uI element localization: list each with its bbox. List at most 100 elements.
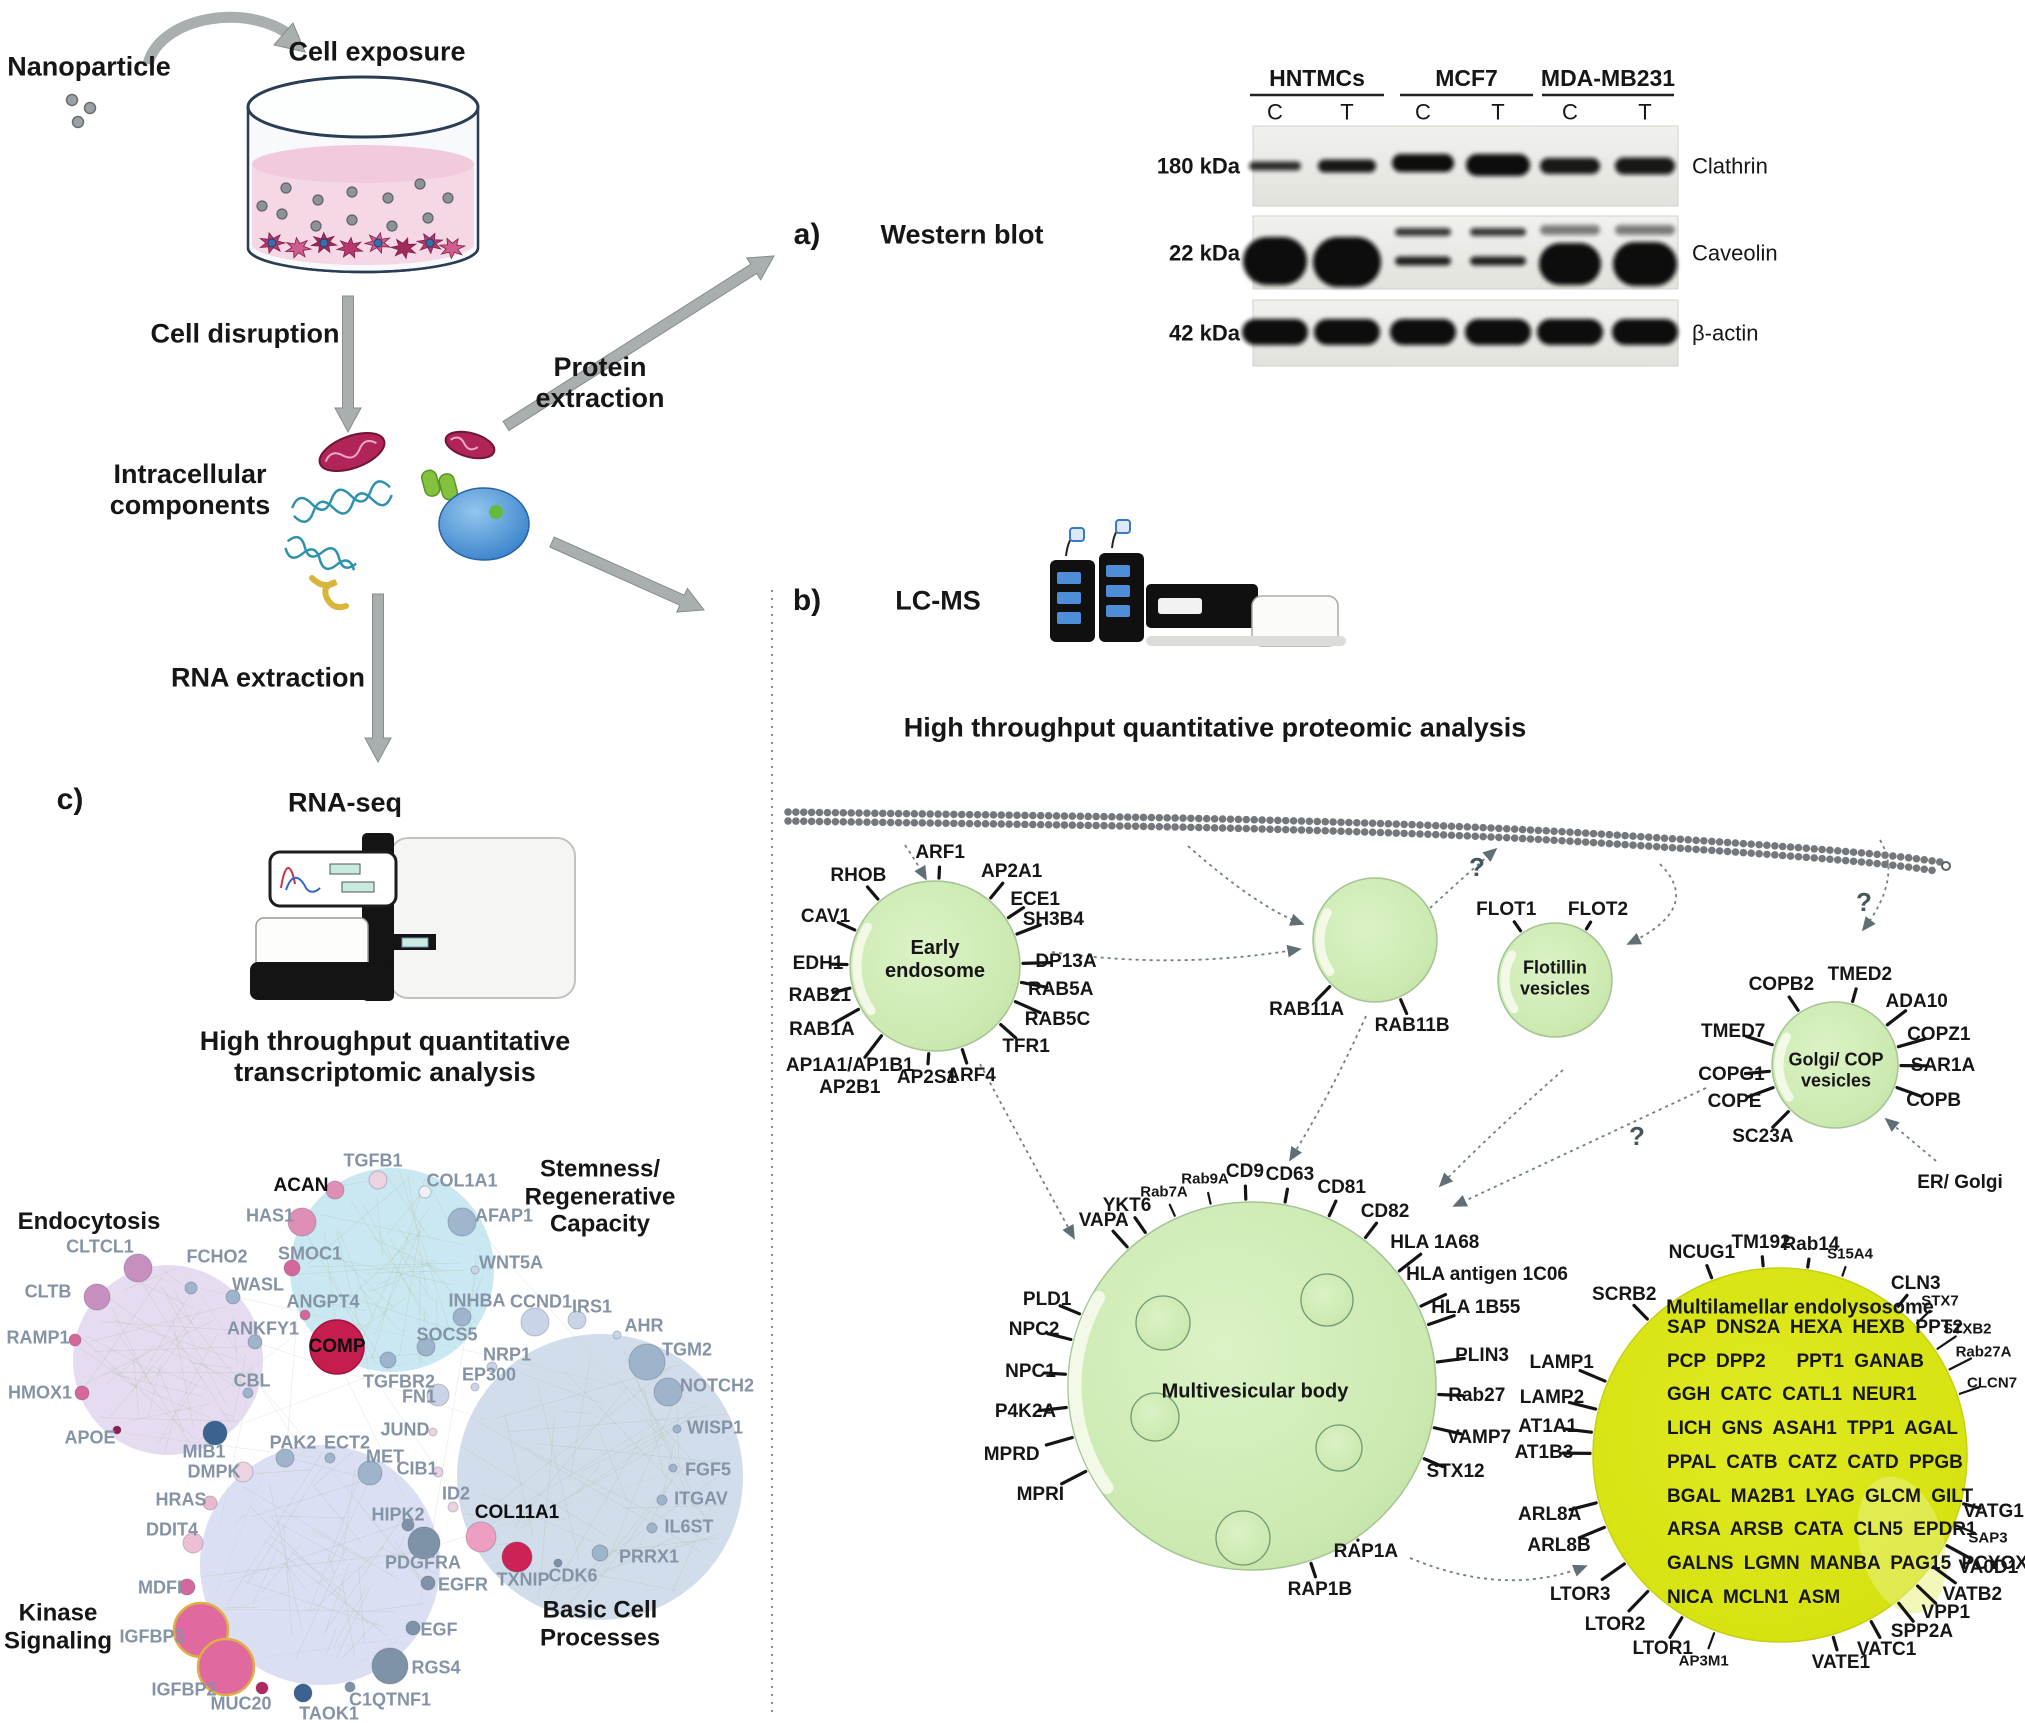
wb-band-1-0 — [1243, 237, 1307, 285]
gene-node-hras — [202, 1495, 218, 1511]
adherent-cell-7 — [438, 237, 467, 260]
gene-node-ect2 — [324, 1452, 336, 1464]
gene-node-wisp1 — [672, 1424, 682, 1434]
trafficking-arrow-4 — [1626, 863, 1677, 945]
cell-nucleus-0 — [267, 238, 277, 248]
gene-node-jund — [428, 1427, 438, 1437]
gene-node-dmpk — [232, 1461, 254, 1483]
membrane-end-curl — [1941, 861, 1951, 871]
wb-band-1-2 — [1395, 228, 1451, 236]
gene-node-il6st — [646, 1522, 658, 1534]
dish-nanoparticle-11 — [256, 200, 268, 212]
gene-node-fgf5 — [668, 1463, 678, 1473]
mitochondrion-icon — [318, 431, 386, 473]
rna-sequencer-icon — [250, 833, 576, 1001]
spoke-vapa — [1111, 1229, 1129, 1249]
spoke-cd82 — [1363, 1221, 1379, 1240]
multilamellar-endolysosome — [1561, 1255, 1982, 1652]
spoke-sap3 — [1955, 1524, 1977, 1535]
spoke-dp13a — [1021, 960, 1052, 965]
adherent-cell-3 — [335, 236, 364, 259]
dish-nanoparticle-7 — [310, 220, 322, 232]
spoke-ece1 — [1006, 906, 1026, 920]
spoke-ltor3 — [1600, 1562, 1626, 1582]
intracellular-components-art — [284, 430, 530, 611]
spoke-stxb2 — [1936, 1335, 1957, 1350]
network-cluster-3 — [200, 1445, 440, 1685]
trafficking-arrow-10 — [1452, 1087, 1707, 1207]
trafficking-arrow-5 — [1861, 839, 1890, 932]
wb-band-2-4 — [1537, 319, 1603, 345]
spoke-npc1 — [1042, 1371, 1067, 1376]
spoke-sc23a — [1771, 1110, 1790, 1129]
gene-node-ep300 — [470, 1382, 480, 1392]
spoke-scrb2 — [1632, 1303, 1649, 1321]
rna-extraction-arrow — [364, 593, 392, 764]
spoke-arf4 — [960, 1048, 969, 1065]
spoke-ap1a1-ap1b1-ap2b1 — [863, 1034, 884, 1059]
wb-band-2-3 — [1465, 319, 1531, 345]
wb-band-0-0 — [1249, 161, 1301, 171]
dish-nanoparticle-2 — [346, 186, 358, 198]
spoke-tmed2 — [1851, 987, 1858, 1004]
nanoparticle-dot-1 — [83, 101, 97, 115]
gene-node-col1a1 — [418, 1185, 432, 1199]
gene-node-cltcl1 — [123, 1253, 153, 1283]
dish-nanoparticle-4 — [414, 178, 426, 190]
spoke-plin3 — [1435, 1356, 1466, 1364]
spoke-copb — [1895, 1085, 1923, 1098]
dna-helix-icon — [291, 480, 393, 523]
gene-node-met — [357, 1460, 383, 1486]
gene-node-igfbp2 — [196, 1637, 256, 1697]
spoke-vatb2 — [1931, 1565, 1957, 1585]
wb-band-2-2 — [1390, 319, 1456, 345]
spoke-stx12 — [1422, 1457, 1445, 1469]
nanoparticle-arrow — [142, 11, 300, 66]
spoke-ap2s1 — [926, 1052, 931, 1066]
wb-band-2-5 — [1612, 319, 1678, 345]
wb-band-0-2 — [1392, 154, 1454, 172]
wb-strip-0 — [1252, 125, 1679, 207]
cell-culture-dish — [246, 75, 480, 274]
flotillin-vesicles-circle — [1497, 922, 1613, 1038]
gene-node-acan — [325, 1180, 345, 1200]
adherent-cell-5 — [389, 236, 418, 260]
gene-node-ankfy1 — [247, 1334, 263, 1350]
spoke-copb2 — [1787, 995, 1800, 1012]
gene-node-inhba — [452, 1307, 472, 1327]
spoke-rab27a — [1948, 1357, 1973, 1371]
gene-node-fn1 — [426, 1383, 450, 1407]
spoke-rab7a — [1168, 1203, 1176, 1217]
cell-nucleus-6 — [425, 238, 435, 248]
spoke-rab11b — [1399, 998, 1409, 1016]
gene-node-hipk2 — [401, 1518, 415, 1532]
golgi-cop-vesicles — [1743, 987, 1930, 1129]
gene-node-egfr — [420, 1575, 436, 1591]
spoke-cln3 — [1896, 1293, 1909, 1308]
gene-node-wasl — [225, 1289, 241, 1305]
nucleolus-icon — [489, 505, 503, 519]
wb-band-1-4 — [1470, 228, 1526, 236]
spoke-rab5c — [1013, 1000, 1042, 1015]
gene-node-apoe — [112, 1425, 122, 1435]
spoke-rab11a — [1314, 984, 1332, 1002]
spoke-rab21 — [831, 986, 852, 995]
wb-band-1-1 — [1313, 237, 1381, 287]
golgi-cop-vesicles-circle — [1771, 1001, 1899, 1129]
gene-node-fcho2 — [184, 1281, 198, 1295]
flotillin-vesicles — [1497, 920, 1613, 1038]
dish-nanoparticle-3 — [382, 192, 394, 204]
nanoparticle-dot-2 — [71, 115, 85, 129]
spoke-flot1 — [1512, 920, 1523, 933]
cell-nucleus-4 — [373, 238, 383, 248]
gene-node-socs5 — [416, 1337, 436, 1357]
gene-node-muc20 — [255, 1681, 269, 1695]
dna-helix-icon — [284, 535, 357, 571]
wb-band-1-3 — [1395, 256, 1451, 266]
recycling-vesicle-circle — [1312, 877, 1438, 1003]
spoke-mprd — [1044, 1435, 1074, 1447]
spoke-rab1a — [833, 1007, 861, 1025]
spoke-pld1 — [1058, 1304, 1082, 1316]
wb-band-1-8 — [1615, 225, 1675, 235]
